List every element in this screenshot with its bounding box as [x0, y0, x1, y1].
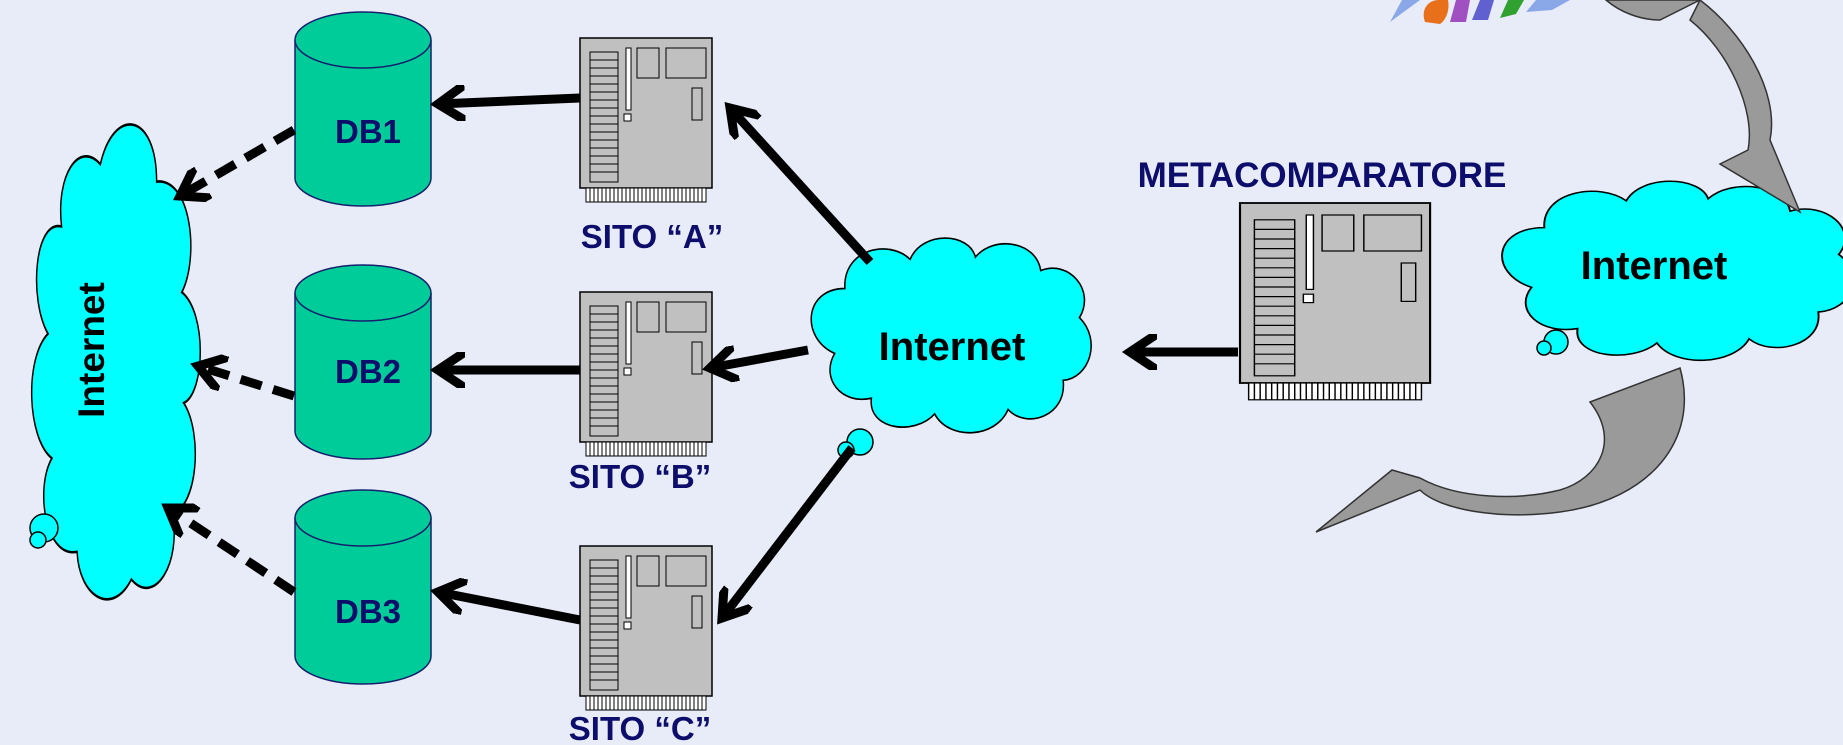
database-db1: DB1 — [294, 11, 432, 207]
internet-cloud-right: Internet — [1501, 180, 1843, 362]
server-label-sito-b: SITO “B” — [569, 458, 711, 495]
cloud-label-right: Internet — [1581, 244, 1728, 288]
server-metacomparatore: METACOMPARATORE — [1138, 156, 1507, 401]
cloud-label-left: Internet — [71, 282, 112, 418]
database-db3: DB3 — [294, 489, 432, 685]
server-sito-b: SITO “B” — [569, 291, 713, 495]
curved-arrow-icon — [1315, 0, 1802, 533]
server-label-sito-a: SITO “A” — [581, 218, 723, 255]
cloud-label-center: Internet — [879, 325, 1026, 369]
server-label-sito-c: SITO “C” — [569, 710, 711, 745]
logo-fragment-icon — [1390, 0, 1570, 24]
database-label-db3: DB3 — [335, 593, 401, 630]
server-sito-c: SITO “C” — [569, 545, 713, 745]
internet-cloud-center: Internet — [810, 237, 1093, 459]
connection-arrows — [168, 98, 1238, 620]
metacomparatore-label: METACOMPARATORE — [1138, 156, 1507, 195]
server-sito-a: SITO “A” — [579, 37, 723, 255]
database-label-db1: DB1 — [335, 113, 401, 150]
internet-cloud-left: Internet — [29, 123, 202, 601]
database-db2: DB2 — [294, 264, 432, 460]
database-label-db2: DB2 — [335, 353, 401, 390]
